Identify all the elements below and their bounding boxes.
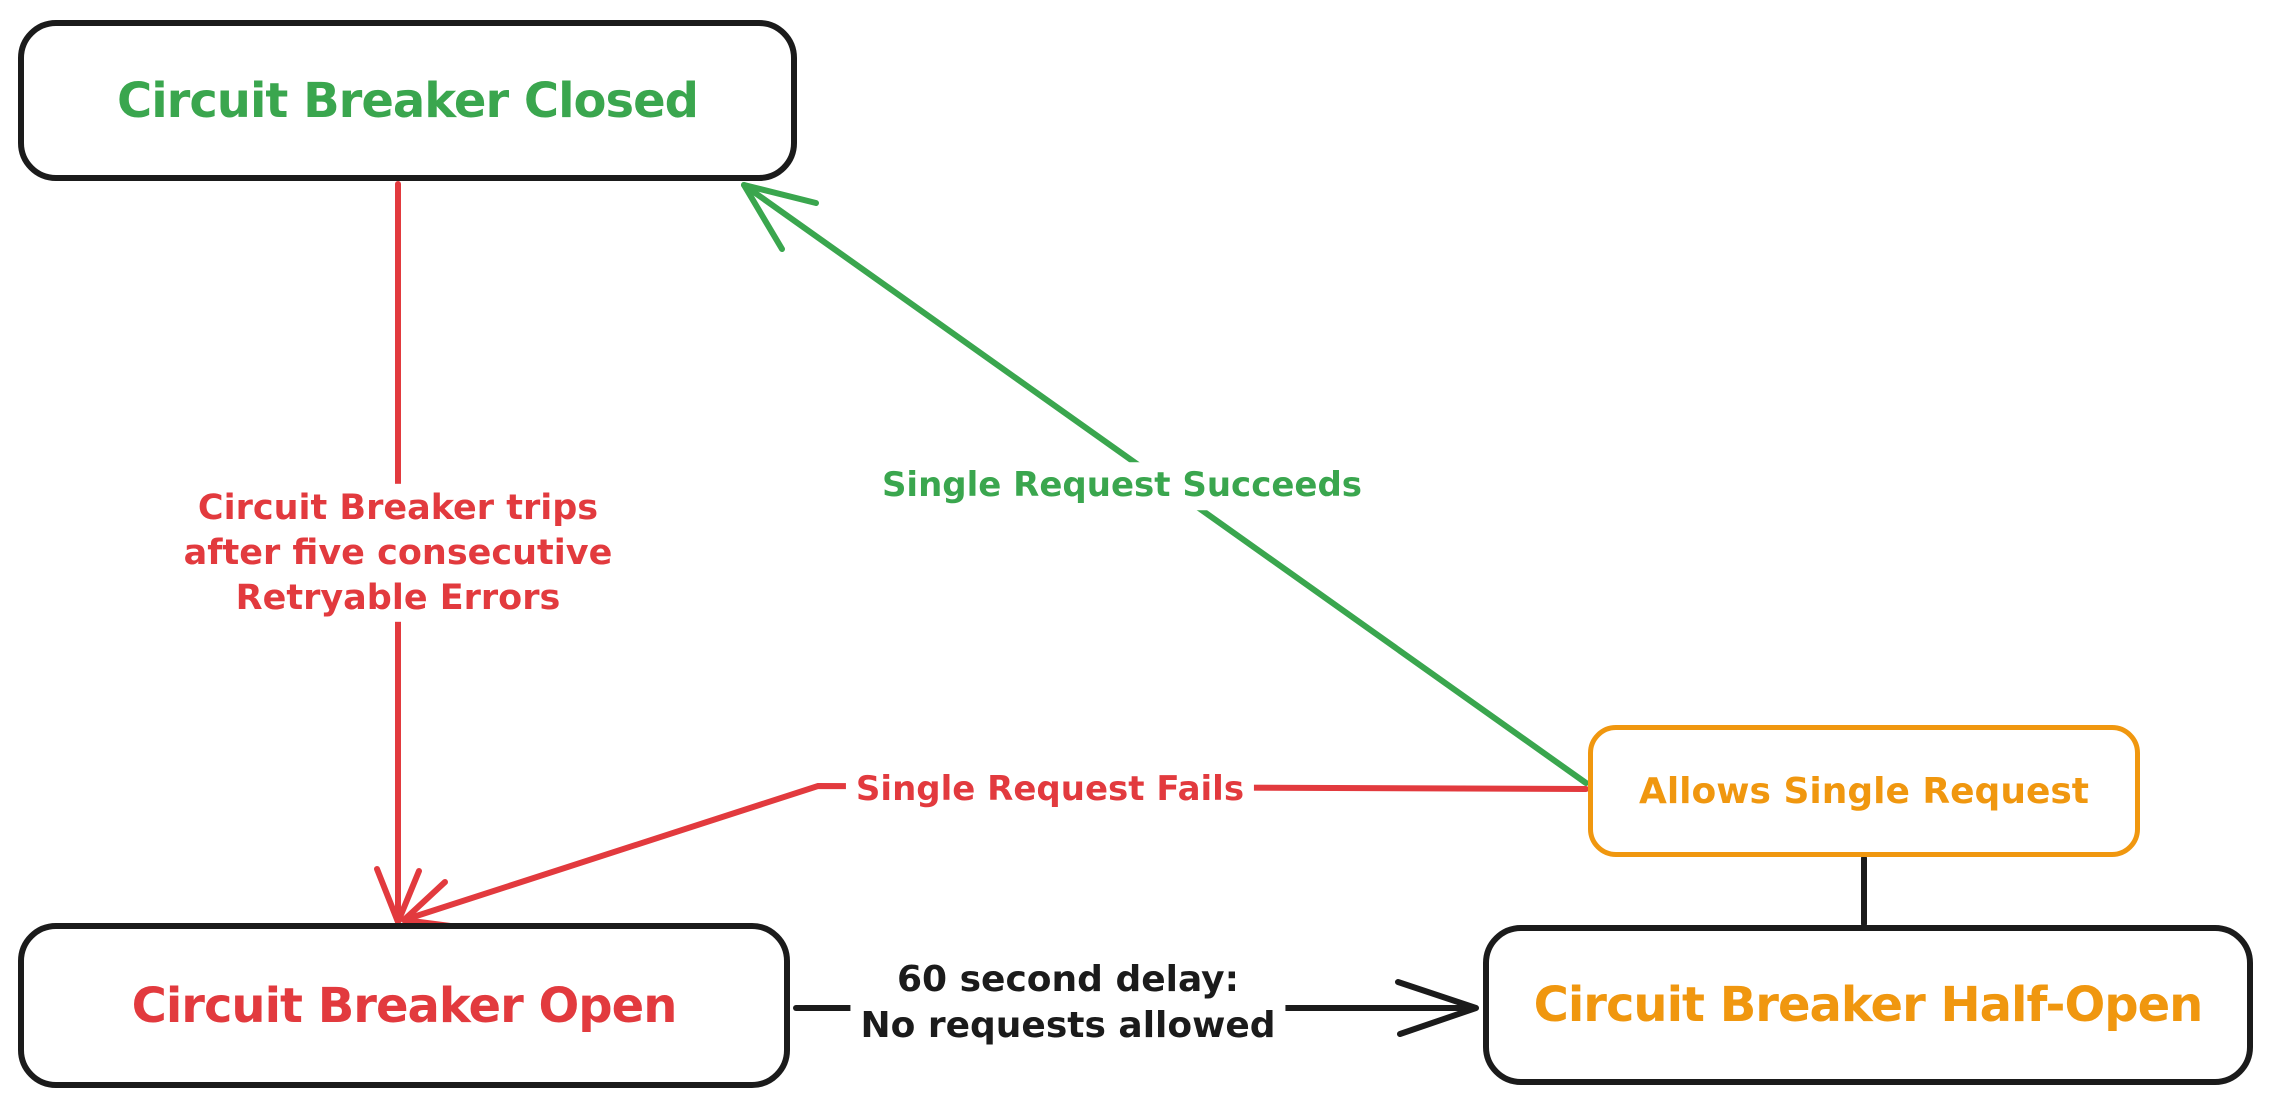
edge-label-delay-line2: No requests allowed xyxy=(860,1005,1276,1046)
node-circuit-breaker-closed-label: Circuit Breaker Closed xyxy=(117,72,699,129)
arrowhead-delay xyxy=(1395,979,1479,1037)
edge-label-trips-line1: Circuit Breaker trips xyxy=(197,487,599,528)
edge-label-trips: Circuit Breaker trips after five consecu… xyxy=(173,483,623,623)
node-circuit-breaker-closed: Circuit Breaker Closed xyxy=(18,20,797,181)
edge-label-fails: Single Request Fails xyxy=(845,766,1255,814)
node-allows-single-request: Allows Single Request xyxy=(1588,725,2140,857)
node-circuit-breaker-open: Circuit Breaker Open xyxy=(18,923,790,1088)
edge-label-delay: 60 second delay: No requests allowed xyxy=(850,954,1286,1052)
edge-label-trips-line3: Retryable Errors xyxy=(235,577,561,618)
arrowhead-succeeds xyxy=(741,182,819,252)
edge-label-trips-line2: after five consecutive xyxy=(183,532,613,573)
edge-label-delay-line1: 60 second delay: xyxy=(896,958,1240,1000)
node-allows-single-request-label: Allows Single Request xyxy=(1638,770,2090,812)
node-circuit-breaker-half-open: Circuit Breaker Half-Open xyxy=(1483,925,2253,1085)
node-circuit-breaker-half-open-label: Circuit Breaker Half-Open xyxy=(1533,977,2204,1033)
arrowhead-trips xyxy=(374,866,422,925)
node-circuit-breaker-open-label: Circuit Breaker Open xyxy=(131,977,678,1034)
edge-label-succeeds: Single Request Succeeds xyxy=(871,462,1373,510)
